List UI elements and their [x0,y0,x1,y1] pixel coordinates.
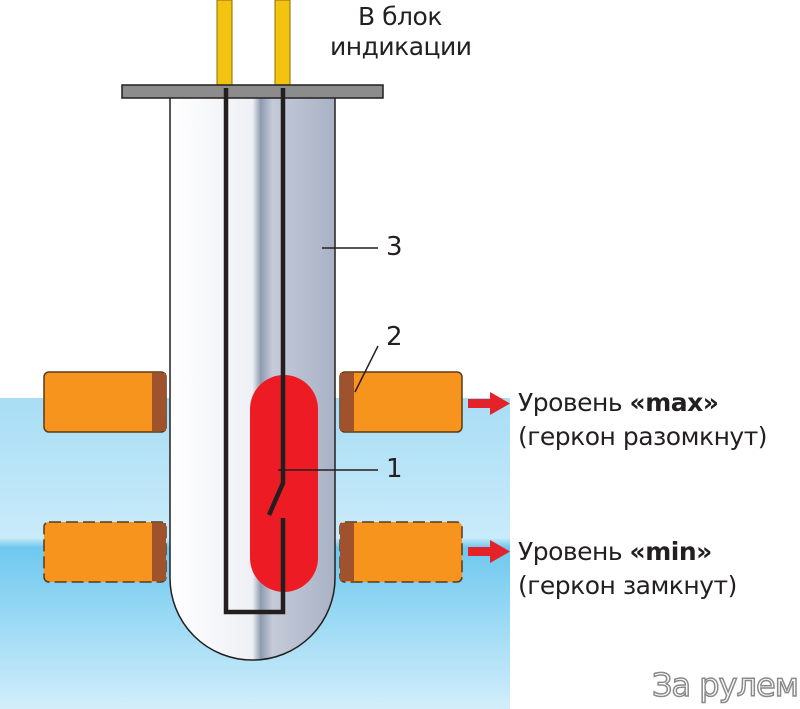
label-line1: В блок [358,2,442,31]
flange [121,84,384,99]
magnet-max [43,371,463,433]
min-level: «min» [629,537,713,566]
label-line2: индикации [330,32,472,61]
magnet-min [43,521,463,583]
max-state: (геркон разомкнут) [518,422,768,451]
wire-left [216,0,233,91]
reed-switch-wiring [223,88,286,615]
callout-lines [278,247,379,471]
min-state: (геркон замкнут) [518,571,737,600]
min-level-label: Уровень «min» (геркон замкнут) [518,537,737,601]
arrow-min [468,540,510,563]
indication-unit-label: В блок индикации [330,2,472,62]
wire-right [274,0,291,91]
max-prefix: Уровень [518,388,630,417]
watermark: За рулем [651,666,799,704]
max-level-label: Уровень «max» (геркон разомкнут) [518,388,768,452]
max-level: «max» [629,388,719,417]
arrow-max [468,392,510,415]
callout-2: 2 [386,322,403,352]
callout-1: 1 [386,454,403,484]
callout-3: 3 [386,232,403,262]
min-prefix: Уровень [518,537,630,566]
